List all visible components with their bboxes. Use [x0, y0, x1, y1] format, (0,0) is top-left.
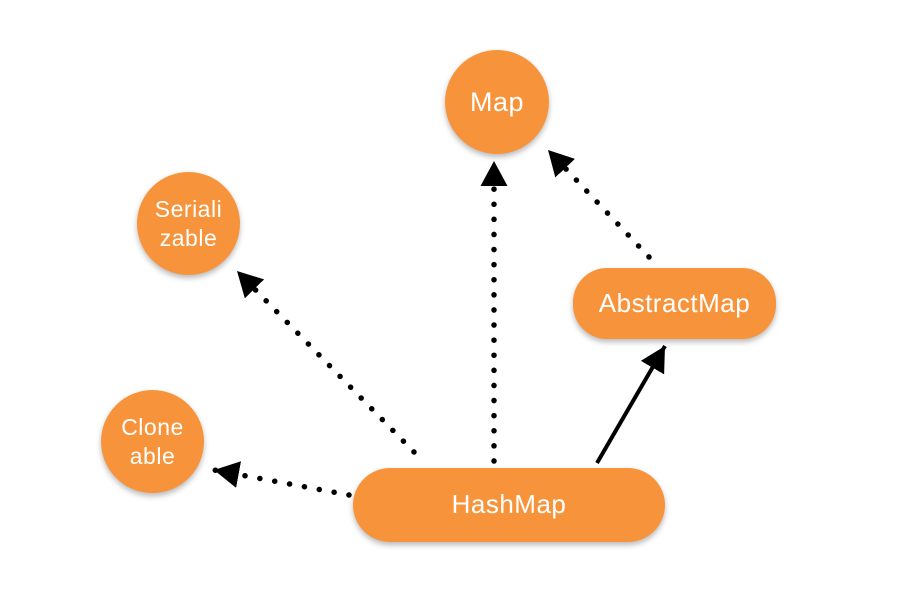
edge-hashmap-to-cloneable	[211, 461, 352, 498]
node-serializable: Seriali zable	[137, 172, 240, 275]
node-cloneable: Clone able	[101, 390, 204, 493]
node-hashmap: HashMap	[353, 468, 665, 542]
edge-abstractmap-to-map	[545, 147, 652, 260]
edge-hashmap-to-serializable	[234, 268, 417, 455]
edge-hashmap-to-abstractmap	[595, 344, 667, 465]
node-map: Map	[445, 50, 549, 154]
node-abstractmap: AbstractMap	[573, 268, 776, 339]
